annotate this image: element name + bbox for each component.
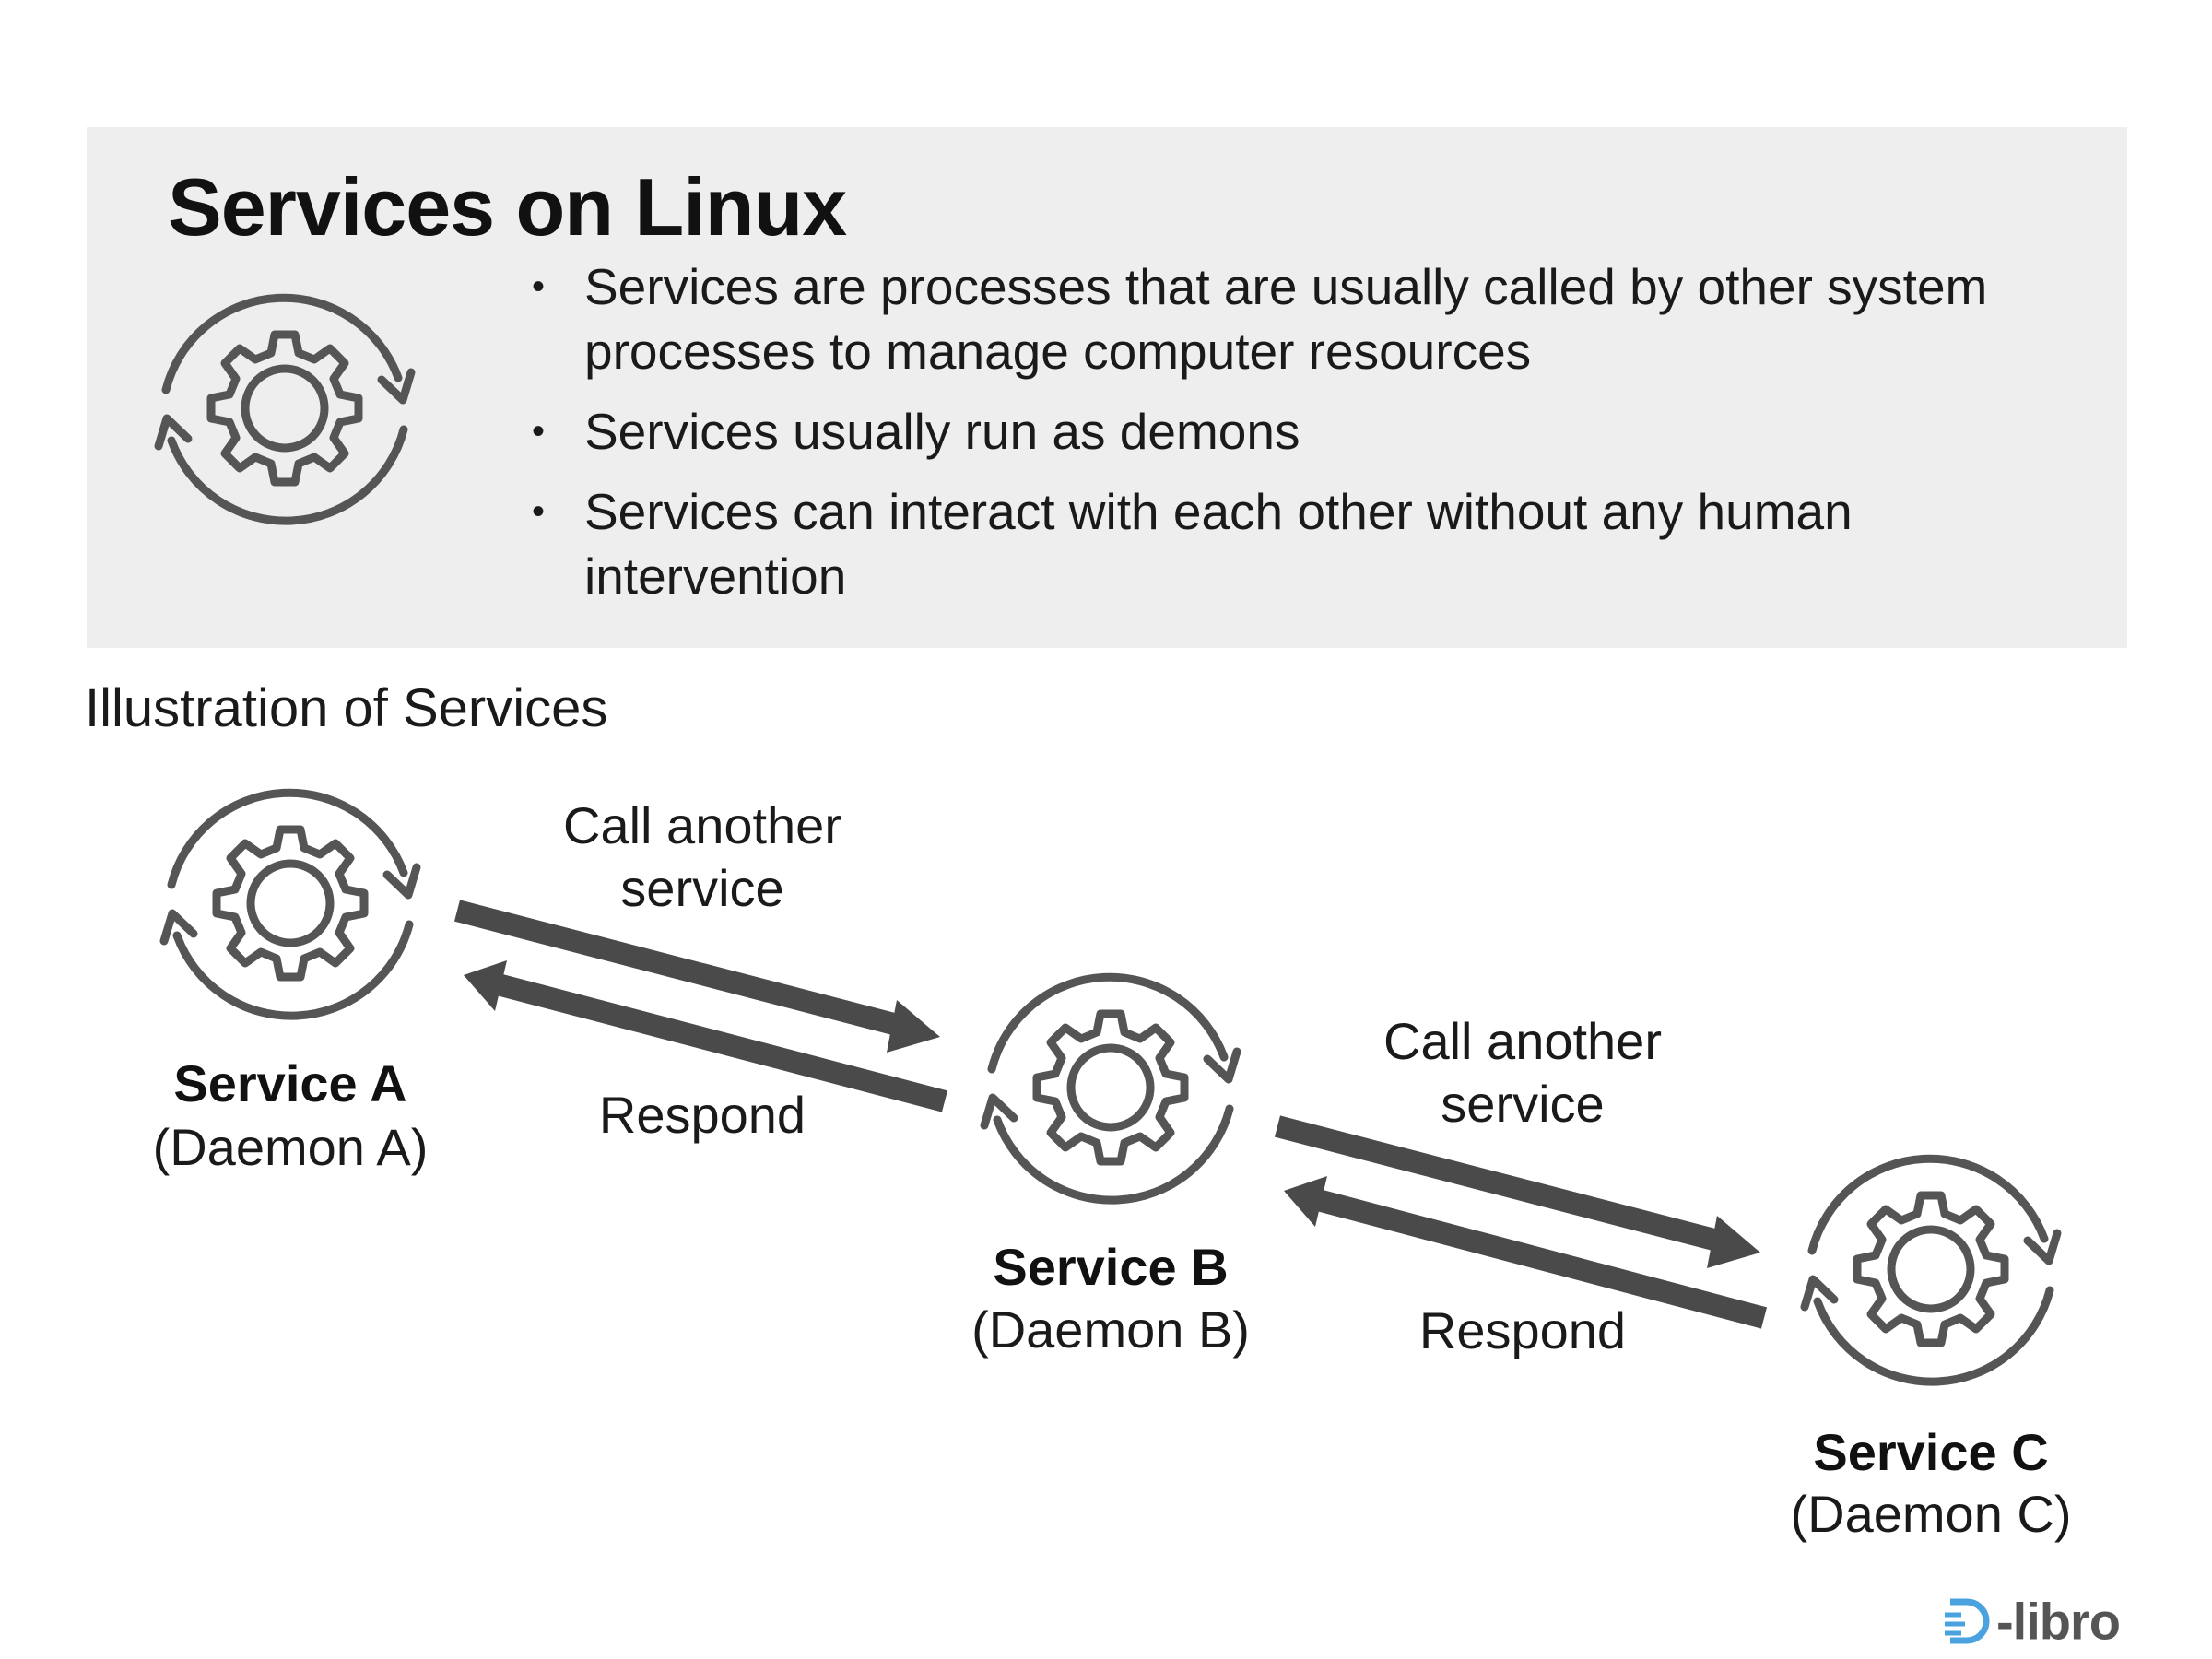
- call-arrow-b-c: [1274, 1115, 1760, 1268]
- service-c-daemon: (Daemon C): [1790, 1485, 2072, 1543]
- bullet-dot-icon: •: [531, 266, 545, 307]
- respond-label-a-b: Respond: [598, 1086, 806, 1144]
- call-label-b-c: Call another service: [1383, 1012, 1662, 1133]
- d-libro-logo: -libro: [1943, 1587, 2146, 1651]
- bullet-item: • Services usually run as demons: [520, 399, 2105, 464]
- page-title: Services on Linux: [168, 161, 847, 253]
- service-a-daemon: (Daemon A): [152, 1118, 429, 1176]
- call-arrow-a-b: [453, 900, 940, 1053]
- d-logo-icon: [1945, 1598, 1990, 1644]
- intro-panel: Services on Linux • Services are process…: [87, 127, 2127, 648]
- bullet-text: Services can interact with each other wi…: [584, 483, 1853, 605]
- bullet-dot-icon: •: [531, 411, 545, 452]
- service-c-gear-icon: [1797, 1145, 2065, 1412]
- service-a-name: Service A: [173, 1054, 407, 1112]
- respond-label-b-c: Respond: [1418, 1301, 1627, 1359]
- service-b-name: Service B: [993, 1238, 1229, 1296]
- service-c-name: Service C: [1813, 1423, 2049, 1481]
- bullet-text: Services usually run as demons: [584, 403, 1300, 460]
- bullet-dot-icon: •: [531, 491, 545, 532]
- service-a-gear-icon: [157, 779, 424, 1046]
- respond-arrow-b-a: [464, 960, 948, 1112]
- respond-arrow-c-b: [1284, 1176, 1768, 1329]
- bullet-item: • Services are processes that are usuall…: [520, 254, 2105, 383]
- section-title: Illustration of Services: [85, 678, 608, 738]
- bullet-text: Services are processes that are usually …: [584, 258, 1988, 380]
- service-b-gear-icon: [977, 963, 1244, 1230]
- logo-text: -libro: [1996, 1592, 2121, 1651]
- service-b-daemon: (Daemon B): [971, 1300, 1250, 1359]
- call-label-a-b: Call another service: [563, 796, 841, 917]
- bullet-item: • Services can interact with each other …: [520, 479, 2105, 608]
- bullet-list: • Services are processes that are usuall…: [520, 254, 2105, 624]
